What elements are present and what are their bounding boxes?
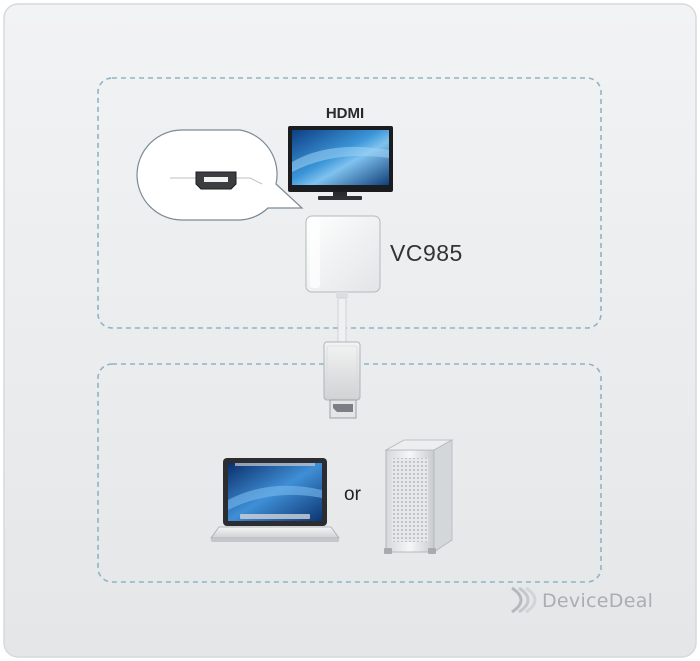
watermark-text: DeviceDeal (542, 590, 654, 612)
watermark-logo-icon (511, 586, 537, 614)
or-label: or (344, 484, 361, 505)
laptop-icon (210, 458, 340, 542)
watermark: DeviceDeal (508, 584, 688, 616)
hdmi-port-callout (136, 129, 304, 221)
displayport-connector-icon (323, 341, 361, 419)
hdmi-label: HDMI (325, 105, 365, 122)
desktop-tower-icon (384, 439, 454, 554)
vc985-adapter-icon (305, 215, 381, 345)
hdmi-port-icon (195, 171, 237, 190)
background-panel (3, 3, 697, 658)
hdmi-monitor-icon (288, 126, 393, 200)
model-label: VC985 (390, 240, 463, 266)
display-group-border (97, 77, 602, 329)
